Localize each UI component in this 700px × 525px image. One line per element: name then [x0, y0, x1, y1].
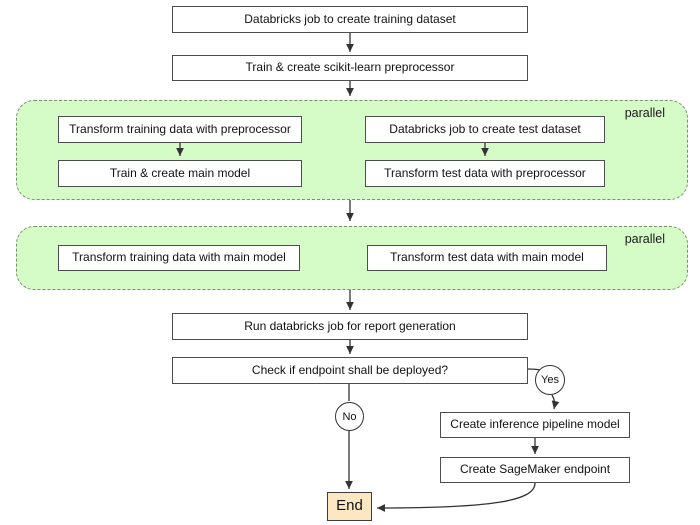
node-databricks-test-dataset: Databricks job to create test dataset — [365, 116, 605, 143]
node-sagemaker-endpoint: Create SageMaker endpoint — [440, 457, 630, 483]
yes-branch-circle: Yes — [535, 365, 565, 395]
node-training-dataset: Databricks job to create training datase… — [172, 6, 528, 33]
no-branch-circle: No — [335, 402, 364, 431]
node-report-generation: Run databricks job for report generation — [172, 313, 528, 340]
node-transform-test-main: Transform test data with main model — [367, 245, 607, 271]
arrow-yes-to-inference — [551, 394, 560, 410]
node-check-endpoint: Check if endpoint shall be deployed? — [172, 357, 528, 384]
node-transform-training-main: Transform training data with main model — [58, 245, 300, 271]
node-transform-test-preprocessor: Transform test data with preprocessor — [365, 160, 605, 187]
node-inference-pipeline: Create inference pipeline model — [440, 412, 630, 438]
arrow-sagemaker-to-end — [376, 482, 536, 512]
node-preprocessor: Train & create scikit-learn preprocessor — [172, 55, 528, 81]
parallel-group-2-label: parallel — [624, 232, 665, 246]
node-train-main-model: Train & create main model — [58, 160, 302, 187]
node-transform-training-preprocessor: Transform training data with preprocesso… — [58, 116, 302, 143]
node-end: End — [327, 492, 372, 521]
parallel-group-1-label: parallel — [624, 106, 665, 120]
